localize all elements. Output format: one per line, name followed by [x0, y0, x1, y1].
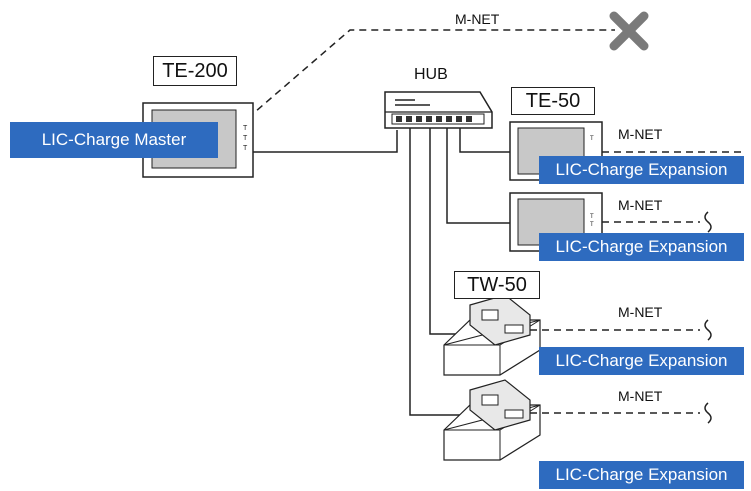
squiggle-icon: [704, 211, 712, 233]
hub-tw50a-line: [429, 128, 470, 335]
expansion-label-3: LIC-Charge Expansion: [539, 347, 744, 375]
hub-label: HUB: [414, 66, 448, 83]
expansion-label-2: LIC-Charge Expansion: [539, 233, 744, 261]
mnet-top-line: [247, 29, 615, 119]
svg-text:T: T: [590, 222, 594, 228]
svg-text:T: T: [590, 136, 594, 142]
mnet-tw50a-label: M-NET: [618, 304, 663, 320]
mnet-top-label: M-NET: [455, 11, 500, 27]
mnet-tw50b-label: M-NET: [618, 388, 663, 404]
te200-label: TE-200: [153, 56, 237, 86]
hub-te50a-line: [459, 128, 510, 153]
svg-text:T: T: [243, 125, 248, 132]
squiggle-icon: [704, 402, 712, 424]
svg-text:T: T: [243, 135, 248, 142]
expansion-label-4: LIC-Charge Expansion: [539, 461, 744, 489]
expansion-label-1: LIC-Charge Expansion: [539, 156, 744, 184]
mnet-te50a-label: M-NET: [618, 126, 663, 142]
tw50-device-2: [443, 379, 541, 461]
mnet-te50b-label: M-NET: [618, 197, 663, 213]
hub-device: [384, 91, 493, 129]
hub-tw50b-line: [409, 128, 470, 416]
svg-text:T: T: [243, 145, 248, 152]
te50-label: TE-50: [511, 87, 595, 115]
master-label: LIC-Charge Master: [10, 122, 218, 158]
svg-text:T: T: [590, 214, 594, 220]
tw50-label: TW-50: [454, 271, 540, 299]
tw50-device-1: [443, 294, 541, 376]
disconnected-icon: [609, 11, 649, 51]
te200-hub-line: [253, 130, 398, 153]
squiggle-icon: [704, 319, 712, 341]
hub-te50b-line: [446, 128, 510, 224]
